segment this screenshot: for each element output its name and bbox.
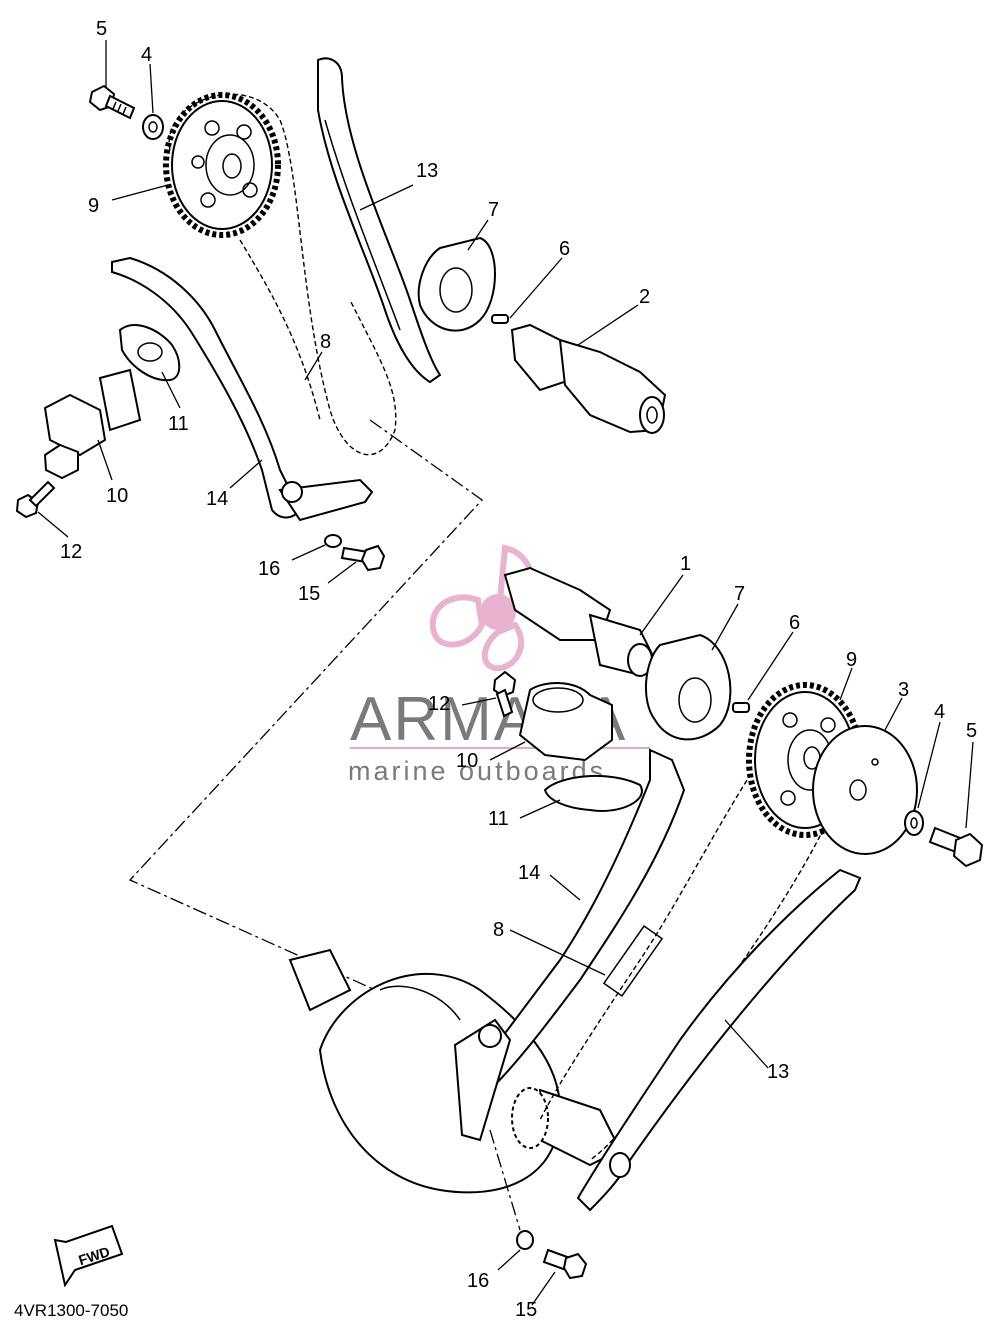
lower-plate-3 bbox=[812, 725, 918, 855]
upper-timing-chain-8 bbox=[168, 93, 397, 456]
label-lower-3: 3 bbox=[898, 679, 909, 701]
label-lower-4: 4 bbox=[934, 701, 945, 723]
upper-tensioner-assy-10 bbox=[43, 368, 142, 480]
lower-gasket-11 bbox=[543, 775, 643, 812]
label-lower-1: 1 bbox=[680, 553, 691, 575]
label-lower-6: 6 bbox=[789, 612, 800, 634]
label-lower-11: 11 bbox=[488, 808, 509, 830]
lower-pin-6 bbox=[732, 702, 750, 713]
upper-gasket-11 bbox=[118, 324, 181, 382]
lower-assembly bbox=[288, 566, 984, 1306]
upper-chain-guide-13 bbox=[317, 57, 442, 384]
upper-washer-4 bbox=[142, 114, 164, 140]
upper-bolt-12 bbox=[15, 480, 56, 519]
watermark: ARMADA marine outboards bbox=[348, 544, 650, 786]
part-labels-upper: 5 4 9 13 7 6 2 8 11 10 14 12 16 15 bbox=[60, 18, 650, 605]
label-upper-13: 13 bbox=[416, 160, 438, 182]
lower-plate-7 bbox=[644, 633, 732, 741]
label-upper-2: 2 bbox=[639, 286, 650, 308]
label-upper-16: 16 bbox=[258, 558, 280, 580]
lower-camshaft-1 bbox=[503, 566, 657, 677]
label-upper-4: 4 bbox=[141, 44, 152, 66]
label-upper-9: 9 bbox=[88, 195, 99, 217]
label-upper-15: 15 bbox=[298, 583, 320, 605]
lower-chain-links bbox=[602, 924, 664, 998]
upper-camshaft-2 bbox=[510, 323, 667, 434]
lower-sprocket-9 bbox=[746, 682, 864, 838]
label-upper-14: 14 bbox=[206, 488, 228, 510]
lower-washer-16 bbox=[516, 1230, 534, 1250]
watermark-propeller-logo bbox=[429, 544, 536, 672]
label-upper-12: 12 bbox=[60, 541, 82, 563]
lower-bolt-15 bbox=[542, 1248, 588, 1280]
lower-bolt-5 bbox=[928, 826, 984, 868]
label-lower-14: 14 bbox=[518, 862, 540, 884]
upper-assembly bbox=[15, 40, 667, 1011]
lower-tensioner-assy-10 bbox=[518, 682, 613, 762]
upper-sprocket-9 bbox=[163, 92, 281, 238]
label-lower-12: 12 bbox=[428, 693, 450, 715]
label-upper-7: 7 bbox=[488, 199, 499, 221]
lower-chain-guide-13 bbox=[576, 868, 862, 1212]
assembly-link-line bbox=[128, 419, 483, 1011]
label-lower-10: 10 bbox=[456, 750, 478, 772]
label-upper-8: 8 bbox=[320, 331, 331, 353]
lower-bolt-12 bbox=[492, 670, 517, 718]
label-upper-6: 6 bbox=[559, 238, 570, 260]
label-lower-9: 9 bbox=[846, 649, 857, 671]
label-lower-16: 16 bbox=[467, 1270, 489, 1292]
label-lower-5: 5 bbox=[966, 720, 977, 742]
label-lower-13: 13 bbox=[767, 1061, 789, 1083]
upper-washer-16 bbox=[324, 534, 342, 548]
lower-timing-chain-8 bbox=[539, 759, 761, 1121]
label-upper-10: 10 bbox=[106, 485, 128, 507]
label-lower-7: 7 bbox=[734, 583, 745, 605]
label-upper-11: 11 bbox=[168, 413, 189, 435]
lower-washer-4 bbox=[904, 810, 924, 836]
upper-bolt-5 bbox=[88, 84, 136, 120]
part-labels-lower: 1 7 6 9 3 4 5 12 10 11 14 8 13 16 15 bbox=[428, 553, 977, 1321]
diagram-code: 4VR1300-7050 bbox=[14, 1301, 128, 1320]
upper-chain-tensioner-guide-14 bbox=[111, 256, 302, 519]
upper-pin-6 bbox=[491, 314, 509, 324]
fwd-arrow-icon: FWD bbox=[53, 1224, 124, 1288]
upper-bolt-15 bbox=[340, 544, 386, 572]
upper-plate-7 bbox=[417, 236, 496, 332]
label-lower-8: 8 bbox=[493, 919, 504, 941]
label-lower-15: 15 bbox=[515, 1299, 537, 1321]
label-upper-5: 5 bbox=[96, 18, 107, 40]
